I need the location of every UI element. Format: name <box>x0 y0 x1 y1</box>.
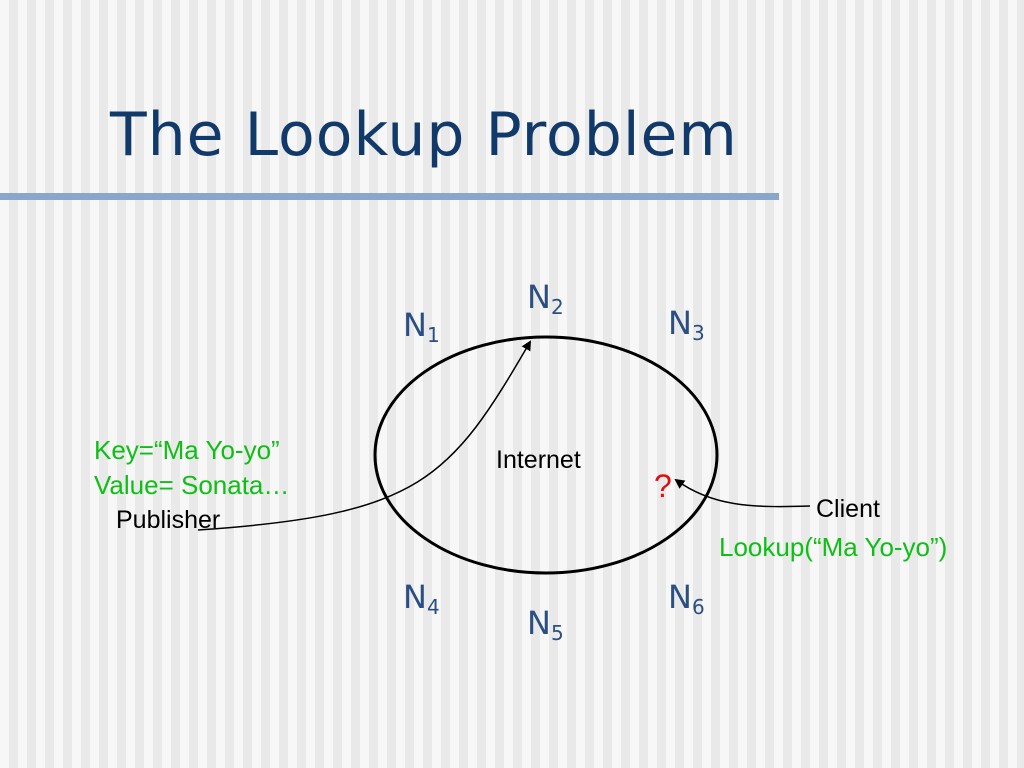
node-n6: N6 <box>668 578 705 619</box>
internet-label: Internet <box>496 446 581 474</box>
slide-title: The Lookup Problem <box>110 100 738 170</box>
node-n2: N2 <box>527 278 564 319</box>
node-n3: N3 <box>668 304 705 345</box>
query-mark: ? <box>654 468 672 504</box>
publisher-label: Publisher <box>116 506 221 534</box>
publisher-value: Value= Sonata… <box>94 470 290 500</box>
client-label: Client <box>816 495 880 523</box>
internet-ellipse <box>373 335 719 575</box>
client-lookup: Lookup(“Ma Yo-yo”) <box>719 532 948 562</box>
publish-arrow <box>197 340 532 531</box>
node-n5: N5 <box>527 604 564 645</box>
node-n4: N4 <box>403 578 440 619</box>
client-arrow <box>674 478 811 508</box>
publisher-key: Key=“Ma Yo-yo” <box>94 435 280 465</box>
node-n1: N1 <box>403 306 440 347</box>
title-divider <box>0 193 779 200</box>
